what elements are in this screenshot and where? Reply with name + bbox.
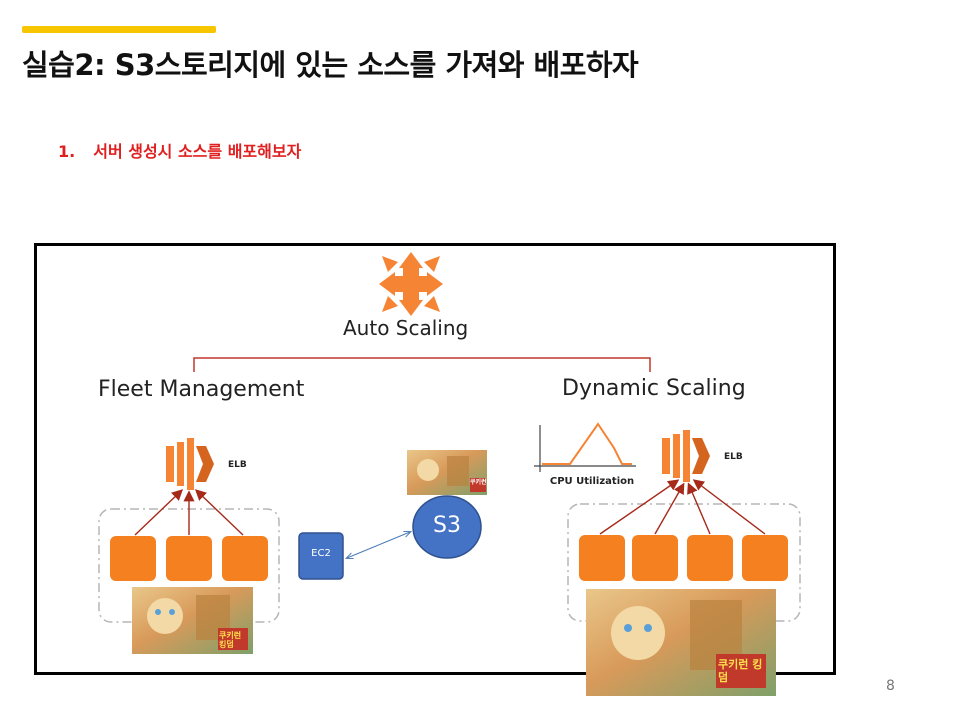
fleet-arrows-right: [599, 479, 766, 535]
fleet-instances-right: [579, 535, 788, 581]
step-item: 1. 서버 생성시 소스를 배포해보자: [58, 138, 301, 162]
elb-right-label: ELB: [724, 452, 743, 462]
fleet-instances-left: [110, 536, 268, 581]
game-image-s3: [407, 450, 487, 495]
instance-box: [742, 535, 788, 581]
instance-box: [110, 536, 156, 581]
game-logo-left: 쿠키런 킹덤: [219, 631, 242, 649]
elb-left-icon: [166, 438, 214, 490]
instance-box: [222, 536, 268, 581]
fleet-management-label: Fleet Management: [98, 377, 305, 402]
cpu-utilization-label: CPU Utilization: [549, 476, 635, 487]
fleet-arrows-left: [134, 489, 244, 536]
scaling-bracket: [193, 357, 651, 372]
auto-scaling-icon: [379, 252, 443, 316]
step-text: 서버 생성시 소스를 배포해보자: [93, 142, 302, 161]
game-image-right: [586, 589, 776, 696]
s3-label: S3: [433, 513, 461, 538]
instance-box: [166, 536, 212, 581]
dynamic-scaling-label: Dynamic Scaling: [562, 376, 746, 401]
instance-box: [632, 535, 678, 581]
page-number: 8: [886, 678, 895, 694]
title-accent-bar: [22, 26, 216, 33]
elb-left-label: ELB: [228, 460, 247, 470]
ec2-s3-connector: [347, 532, 410, 558]
ec2-label: EC2: [311, 548, 331, 559]
slide-title: 실습2: S3스토리지에 있는 소스를 가져와 배포하자: [22, 48, 639, 82]
instance-box: [687, 535, 733, 581]
step-number: 1.: [58, 142, 76, 161]
s3-bucket: [412, 495, 482, 559]
game-logo-right: 쿠키런 킹덤: [718, 658, 763, 684]
ec2-box: [298, 532, 344, 580]
cpu-utilization-chart: [534, 422, 636, 472]
auto-scaling-label: Auto Scaling: [343, 316, 469, 340]
instance-box: [579, 535, 625, 581]
game-image-left: [132, 587, 253, 654]
elb-right-icon: [662, 430, 710, 482]
game-logo-s3: 쿠키런 킹덤: [470, 479, 500, 486]
